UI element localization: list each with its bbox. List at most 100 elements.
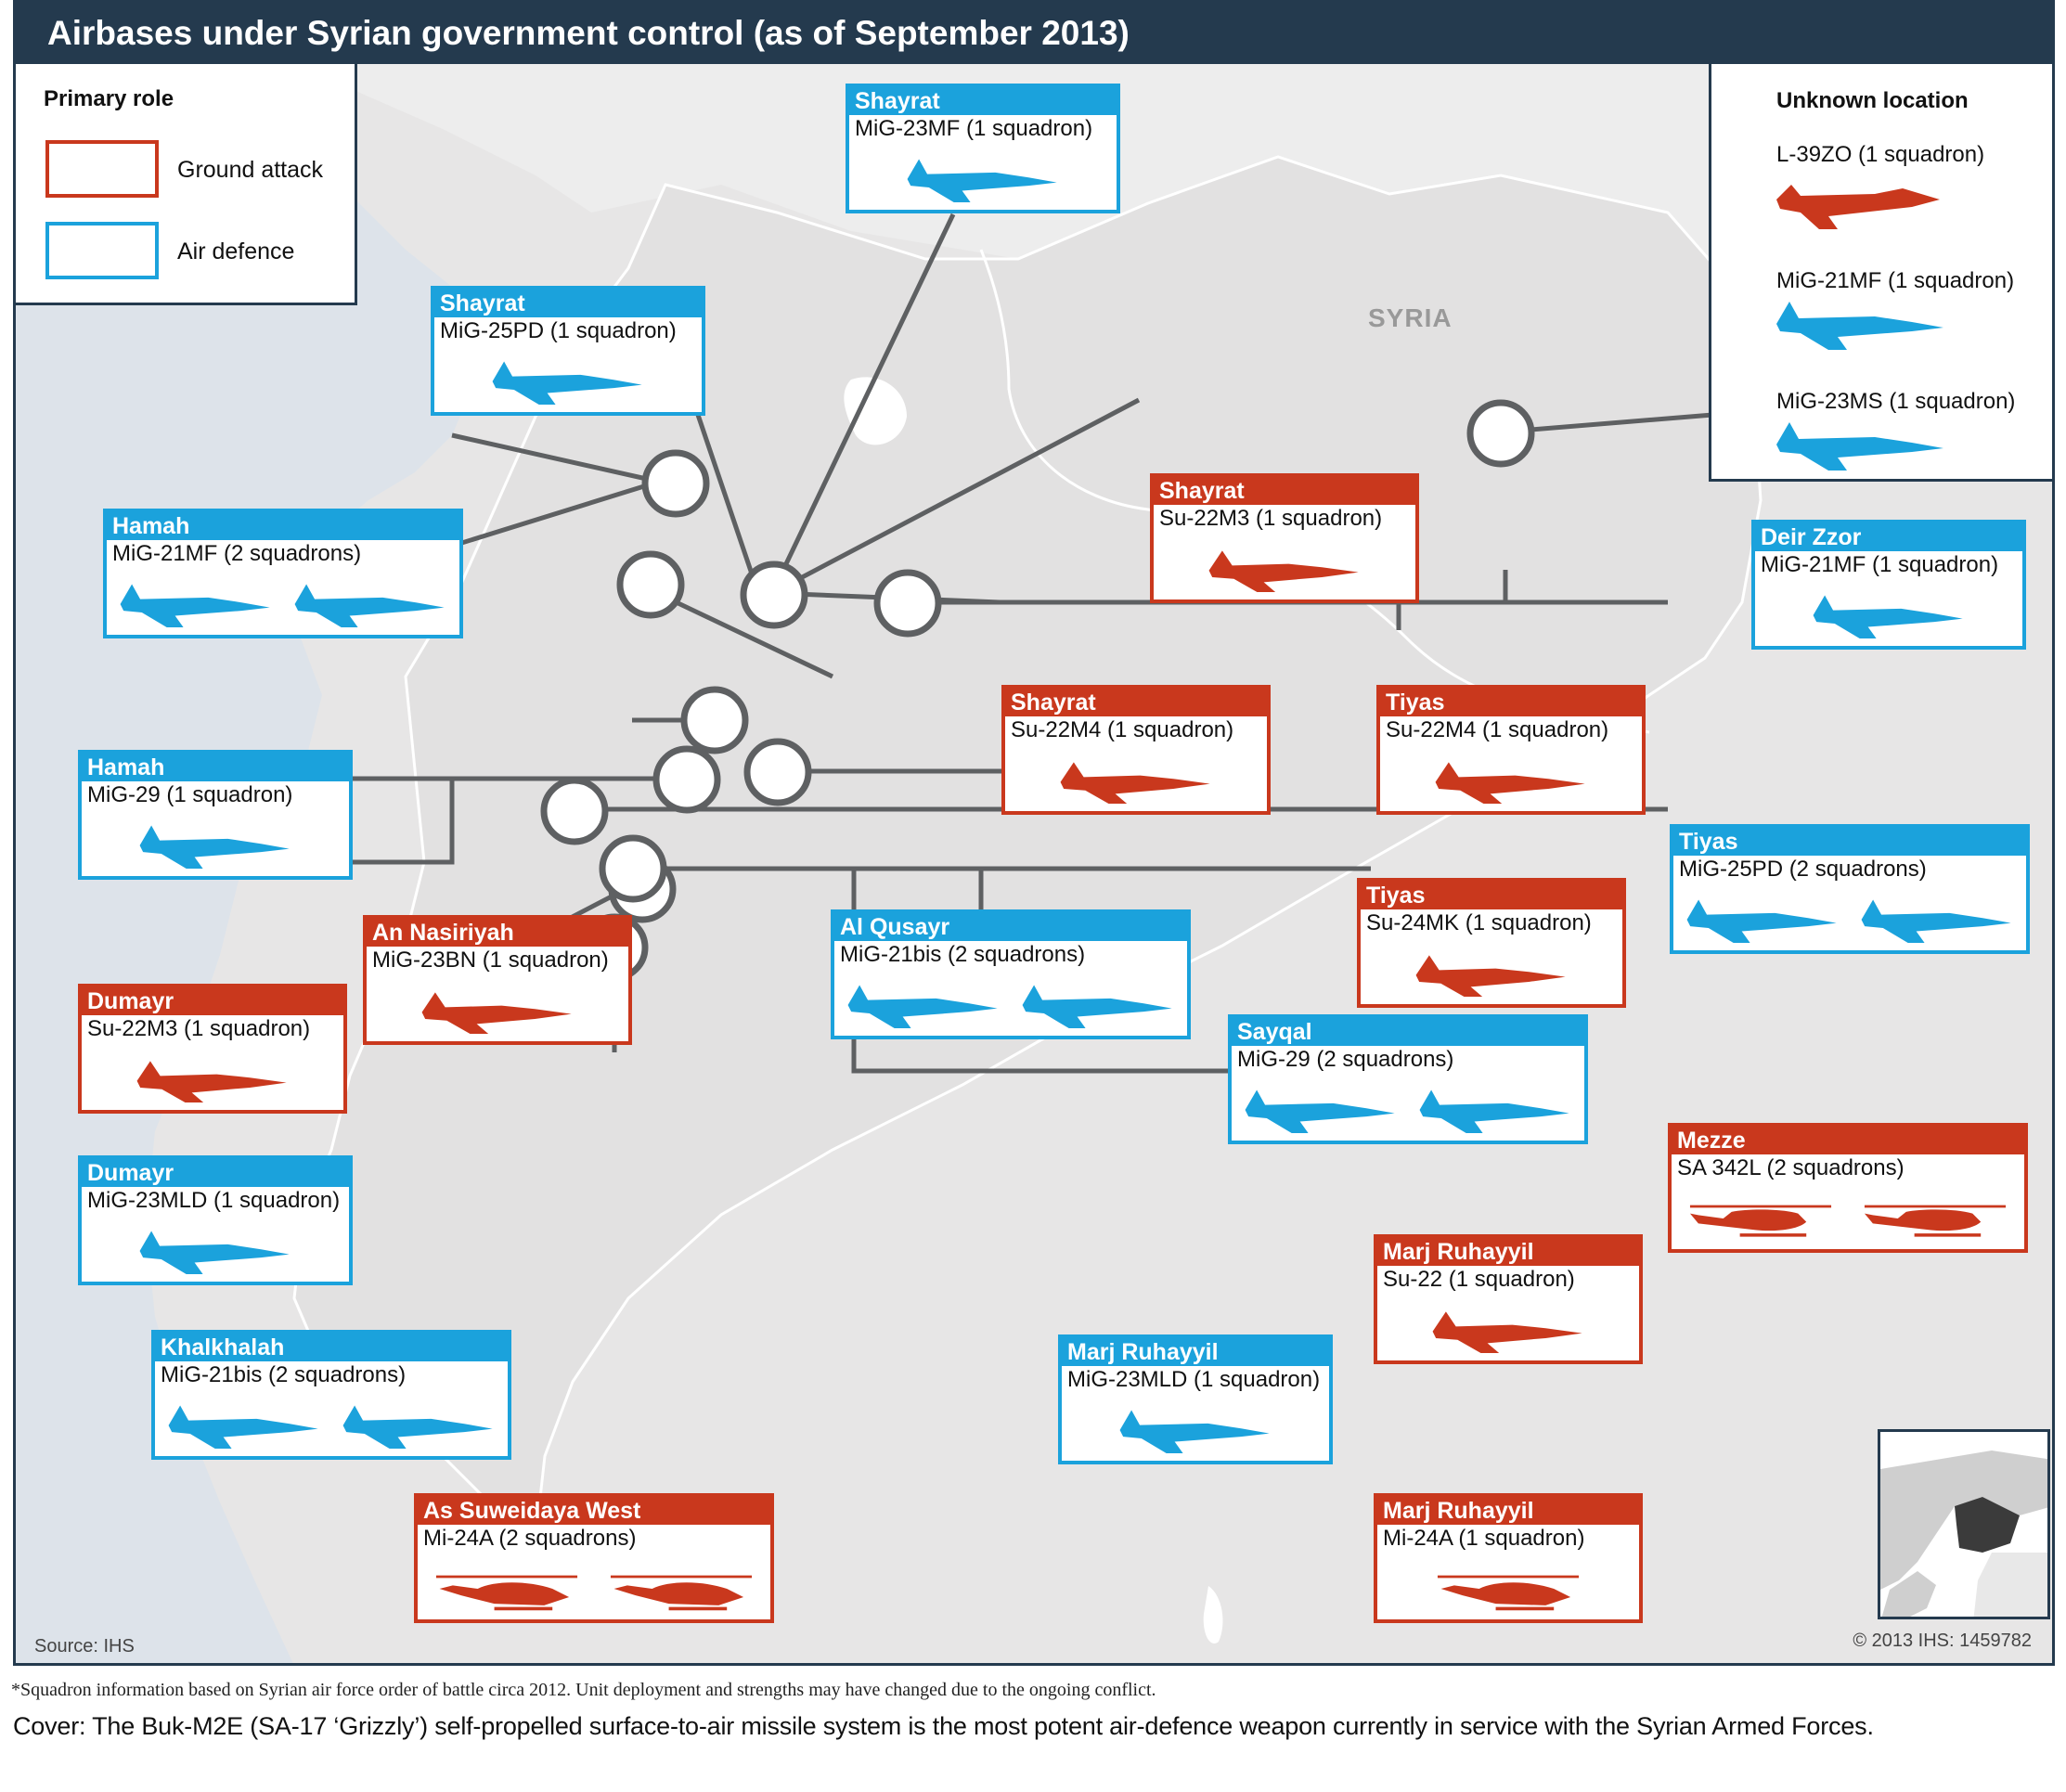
marker-shayrat — [740, 561, 808, 629]
airbase-unit: MiG-21MF (2 squadrons) — [112, 541, 362, 566]
airbase-unit: Su-22 (1 squadron) — [1383, 1267, 1575, 1292]
airbase-unit: Su-24MK (1 squadron) — [1366, 910, 1592, 935]
airbase-name: Hamah — [82, 754, 349, 781]
fighter-jet-icon — [139, 1231, 290, 1275]
legend-swatch-air-defence — [45, 222, 159, 279]
aircraft-icons — [107, 579, 459, 629]
inset-syria — [1955, 1497, 2020, 1553]
fighter-jet-icon — [120, 584, 270, 628]
map-frame: Airbases under Syrian government control… — [13, 0, 2055, 1666]
attack-jet-icon — [136, 1061, 287, 1103]
attack-jet-icon — [1435, 762, 1585, 805]
fighter-jet-icon — [1686, 899, 1837, 944]
legend-label-ground-attack: Ground attack — [177, 157, 324, 183]
connector-shayrat-mig23mf — [769, 213, 956, 595]
airbase-unit: Su-22M3 (1 squadron) — [87, 1016, 311, 1041]
map-title: Airbases under Syrian government control… — [16, 3, 2052, 64]
airbase-unit: MiG-23MLD (1 squadron) — [1067, 1367, 1321, 1392]
trainer-jet-icon — [1773, 168, 1949, 238]
airbase-name: As Suweidaya West — [418, 1497, 770, 1525]
airbase-unit: MiG-21MF (1 squadron) — [1761, 552, 1999, 577]
aircraft-icons — [418, 1564, 770, 1614]
fighter-jet-icon — [1773, 296, 1949, 356]
marker-sayqal — [743, 738, 812, 806]
airbase-name: An Nasiriyah — [367, 919, 628, 947]
fighter-jet-icon — [1419, 1089, 1569, 1134]
fighter-jet-icon — [294, 584, 445, 628]
aircraft-icons — [1232, 1085, 1584, 1135]
aircraft-icons — [82, 1054, 343, 1104]
legend-panel: Primary role Ground attack Air defence — [16, 64, 357, 305]
lake-assad — [844, 377, 907, 445]
marker-deirzzor — [1466, 399, 1535, 468]
airbase-name: Shayrat — [434, 290, 702, 317]
unknown-entry-mig21mf: MiG-21MF (1 squadron) — [1776, 268, 2015, 293]
fighter-jet-icon — [139, 825, 290, 870]
airbase-name: Dumayr — [82, 987, 343, 1015]
unknown-entry-mig23ms: MiG-23MS (1 squadron) — [1776, 389, 2016, 414]
legend-title: Primary role — [44, 86, 174, 111]
airbase-name: Tiyas — [1673, 828, 2026, 856]
airbase-name: Sayqal — [1232, 1018, 1584, 1046]
fighter-jet-icon — [847, 985, 998, 1029]
airbase-name: Shayrat — [1154, 477, 1415, 505]
source-note: Source: IHS — [34, 1636, 135, 1657]
fighter-jet-icon — [1861, 899, 2011, 944]
connector-dumayr-mld — [345, 779, 455, 865]
aircraft-icons — [1361, 948, 1622, 999]
marker-annasiriyah — [680, 686, 749, 754]
marker-dumayr — [652, 745, 721, 814]
attack-helicopter-icon — [1437, 1575, 1580, 1611]
aircraft-icons — [1005, 755, 1267, 806]
airbase-unit: MiG-21bis (2 squadrons) — [161, 1362, 407, 1387]
neighbor-land — [294, 64, 2052, 287]
aircraft-icons — [1673, 895, 2026, 945]
airbase-name: Khalkhalah — [155, 1334, 508, 1361]
airbase-name: Hamah — [107, 512, 459, 540]
airbase-name: Deir Zzor — [1755, 523, 2022, 551]
fighter-jet-icon — [492, 361, 642, 406]
airbase-name: Dumayr — [82, 1159, 349, 1187]
attack-jet-icon — [421, 992, 572, 1035]
marker-mezze — [540, 777, 609, 845]
aircraft-icons — [367, 986, 628, 1036]
fighter-jet-icon — [1245, 1089, 1395, 1134]
aircraft-icons — [1154, 544, 1415, 594]
fighter-jet-icon — [168, 1405, 318, 1450]
aircraft-icons — [82, 820, 349, 870]
aircraft-icons — [1755, 590, 2022, 640]
marker-hamah — [641, 449, 710, 518]
unknown-location-panel: Unknown location L-39ZO (1 squadron) MiG… — [1709, 64, 2052, 482]
aircraft-icons — [1062, 1405, 1329, 1455]
attack-jet-icon — [1432, 1311, 1582, 1354]
airbase-unit: MiG-25PD (1 squadron) — [440, 318, 677, 343]
airbase-unit: Su-22M4 (1 squadron) — [1386, 717, 1609, 742]
footnote: *Squadron information based on Syrian ai… — [11, 1680, 1156, 1700]
fighter-jet-icon — [907, 159, 1057, 203]
copyright-note: © 2013 IHS: 1459782 — [1853, 1631, 2032, 1651]
fighter-jet-icon — [1119, 1410, 1270, 1454]
airbase-unit: Su-22M4 (1 squadron) — [1011, 717, 1234, 742]
airbase-unit: MiG-23BN (1 squadron) — [372, 948, 609, 973]
fighter-jet-icon — [1022, 985, 1172, 1029]
fighter-jet-icon — [342, 1405, 493, 1450]
unknown-location-title: Unknown location — [1776, 88, 1969, 113]
marker-tiyas — [873, 569, 942, 638]
fighter-jet-icon — [1773, 417, 1949, 477]
